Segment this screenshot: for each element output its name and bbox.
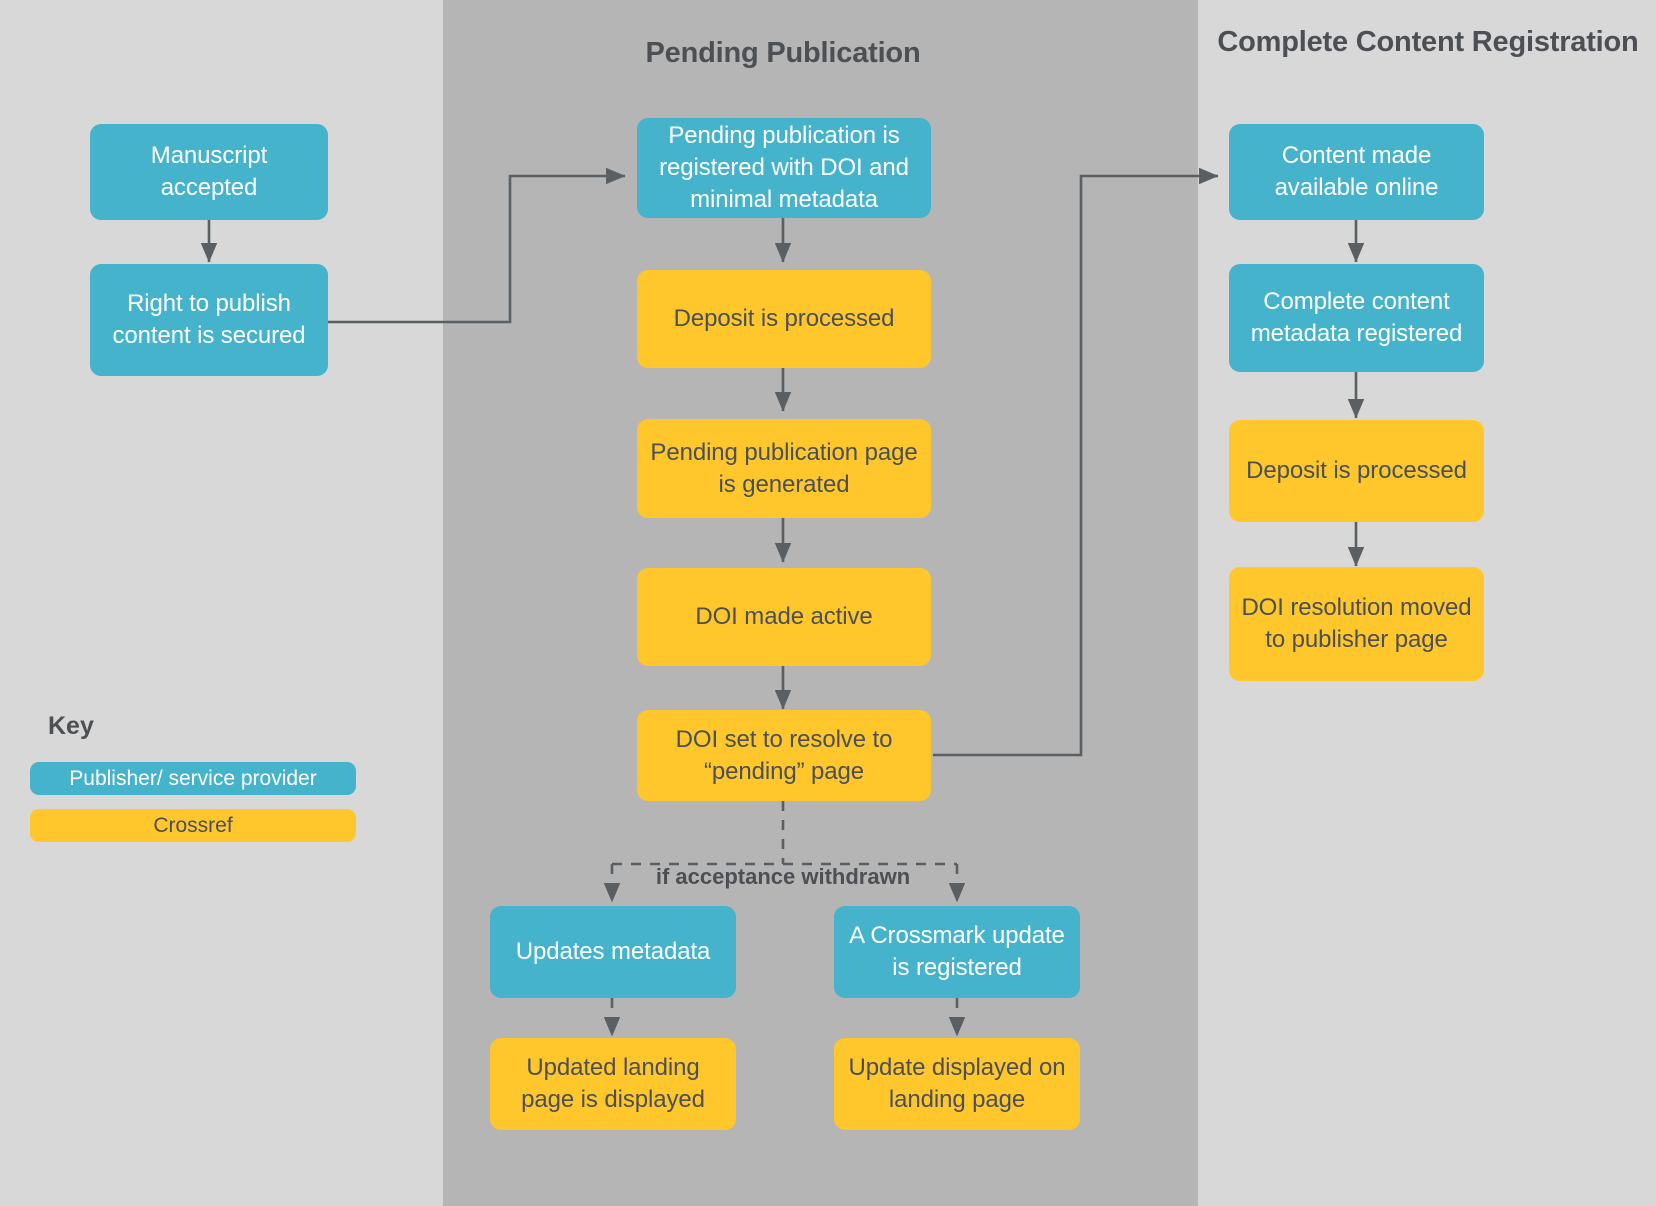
node-updated-landing-page-displayed[interactable]: Updated landing page is displayed bbox=[490, 1038, 736, 1130]
column-title-complete-content-registration: Complete Content Registration bbox=[1217, 26, 1639, 58]
edge-label-if-acceptance-withdrawn: if acceptance withdrawn bbox=[655, 864, 911, 889]
node-deposit-is-processed-middle[interactable]: Deposit is processed bbox=[637, 270, 931, 368]
node-complete-content-metadata-registered[interactable]: Complete content metadata registered bbox=[1229, 264, 1484, 372]
node-pending-publication-registered[interactable]: Pending publication is registered with D… bbox=[637, 118, 931, 218]
key-title: Key bbox=[48, 712, 94, 740]
node-right-to-publish-content-is-secured[interactable]: Right to publish content is secured bbox=[90, 264, 328, 376]
node-doi-set-to-resolve-pending-page[interactable]: DOI set to resolve to “pending” page bbox=[637, 710, 931, 801]
node-update-displayed-on-landing-page[interactable]: Update displayed on landing page bbox=[834, 1038, 1080, 1130]
key-item-crossref: Crossref bbox=[30, 809, 356, 842]
node-manuscript-accepted[interactable]: Manuscript accepted bbox=[90, 124, 328, 220]
node-pending-publication-page-generated[interactable]: Pending publication page is generated bbox=[637, 419, 931, 518]
node-doi-resolution-moved-to-publisher-page[interactable]: DOI resolution moved to publisher page bbox=[1229, 567, 1484, 681]
node-doi-made-active[interactable]: DOI made active bbox=[637, 568, 931, 666]
node-crossmark-update-registered[interactable]: A Crossmark update is registered bbox=[834, 906, 1080, 998]
node-deposit-is-processed-right[interactable]: Deposit is processed bbox=[1229, 420, 1484, 522]
column-title-pending-publication: Pending Publication bbox=[645, 37, 921, 69]
node-updates-metadata[interactable]: Updates metadata bbox=[490, 906, 736, 998]
node-content-made-available-online[interactable]: Content made available online bbox=[1229, 124, 1484, 220]
key-item-publisher-service-provider: Publisher/ service provider bbox=[30, 762, 356, 795]
